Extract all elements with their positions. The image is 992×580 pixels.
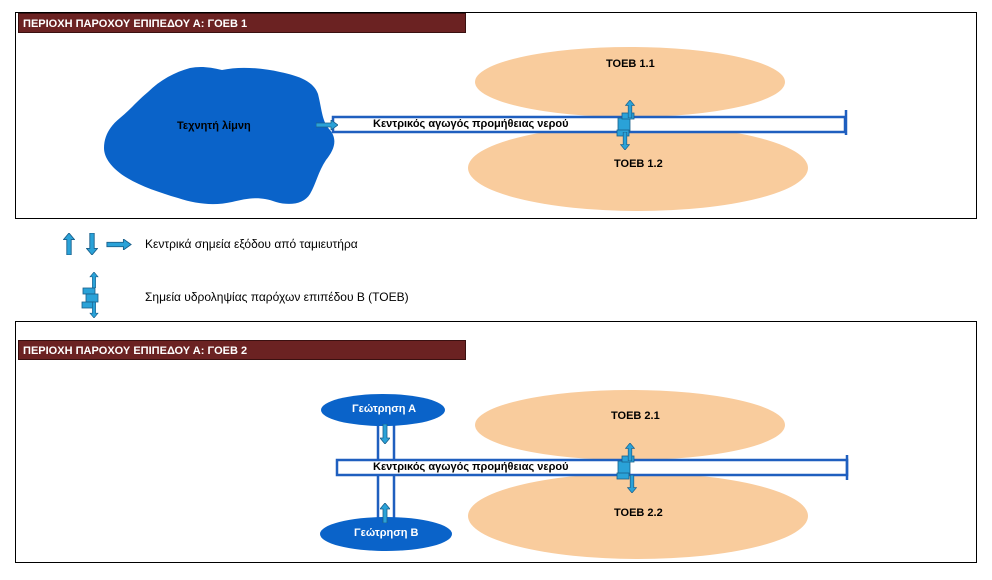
panel-goeb-2: ΠΕΡΙΟΧΗ ΠΑΡΟΧΟΥ ΕΠΙΠΕΔΟΥ Α: ΓΟΕΒ 2	[15, 321, 977, 563]
well-b	[320, 517, 452, 551]
zone-toeb-2-1-label: ΤΟΕΒ 2.1	[611, 410, 660, 422]
legend-reservoir-outlets: Κεντρικά σημεία εξόδου από ταμιευτήρα	[145, 237, 358, 251]
panel-2-title: ΠΕΡΙΟΧΗ ΠΑΡΟΧΟΥ ΕΠΙΠΕΔΟΥ Α: ΓΟΕΒ 2	[18, 340, 466, 360]
well-a-label: Γεώτρηση Α	[352, 403, 417, 415]
legend-up-arrow-icon	[63, 233, 75, 255]
well-a	[321, 394, 445, 426]
zone-toeb-1-1-label: ΤΟΕΒ 1.1	[606, 58, 655, 70]
zone-toeb-2-1	[475, 390, 785, 460]
lake-label: Τεχνητή λίμνη	[177, 120, 251, 132]
legend-down-arrow-icon	[86, 233, 98, 255]
pipe-1-label: Κεντρικός αγωγός προμήθειας νερού	[373, 118, 569, 130]
zone-toeb-2-2	[468, 473, 808, 559]
legend-offtake-icon	[81, 272, 99, 318]
panel-1-title: ΠΕΡΙΟΧΗ ΠΑΡΟΧΟΥ ΕΠΙΠΕΔΟΥ Α: ΓΟΕΒ 1	[18, 13, 466, 33]
zone-toeb-2-2-label: ΤΟΕΒ 2.2	[614, 507, 663, 519]
artificial-lake	[104, 66, 335, 205]
legend-right-arrow-icon	[106, 239, 132, 250]
zone-toeb-1-2	[468, 125, 808, 211]
zone-toeb-1-2-label: ΤΟΕΒ 1.2	[614, 158, 663, 170]
legend-toeb-points: Σημεία υδροληψίας παρόχων επιπέδου Β (ΤΟ…	[145, 290, 409, 304]
well-b-label: Γεώτρηση Β	[354, 527, 419, 539]
pipe-2-label: Κεντρικός αγωγός προμήθειας νερού	[373, 461, 569, 473]
zone-toeb-1-1	[475, 47, 785, 117]
